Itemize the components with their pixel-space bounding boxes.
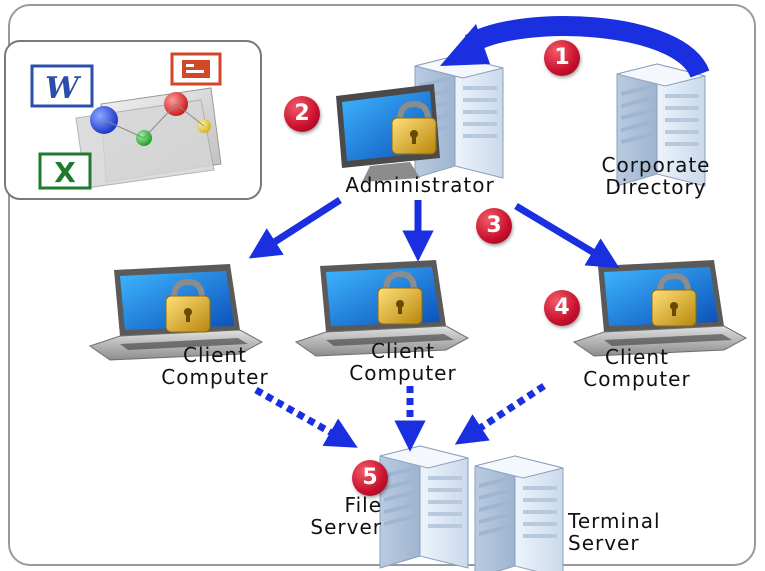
client-middle-label-line2: Computer	[349, 361, 457, 385]
file-server-icon	[379, 445, 469, 569]
word-document-icon: W	[30, 64, 94, 108]
step-badge-3: 3	[476, 208, 512, 244]
client-left-label-line2: Computer	[161, 365, 269, 389]
terminal-server-label-line2: Server	[568, 531, 640, 555]
administrator-label: Administrator	[345, 173, 495, 197]
client-right-label: Client Computer	[552, 346, 722, 390]
powerpoint-document-icon	[170, 52, 222, 86]
office-documents-box: W X	[4, 40, 262, 200]
file-server-label: File Server	[232, 494, 382, 538]
step-badge-4: 4	[544, 290, 580, 326]
terminal-server-icon	[474, 455, 564, 571]
step-badge-1: 1	[544, 40, 580, 76]
sync-curved-arrow	[440, 16, 710, 79]
corporate-directory-label-line1: Corporate	[601, 153, 711, 177]
client-right-label-line1: Client	[605, 345, 669, 369]
corporate-directory-label-line2: Directory	[605, 175, 707, 199]
arrow-to-client-left	[248, 197, 342, 259]
arrow-to-client-right	[514, 202, 620, 269]
client-middle-label-line1: Client	[371, 339, 435, 363]
terminal-server-label-line1: Terminal	[568, 509, 661, 533]
terminal-server-label: Terminal Server	[568, 510, 728, 554]
client-left-label-line1: Client	[183, 343, 247, 367]
client-right-label-line2: Computer	[583, 367, 691, 391]
excel-document-icon: X	[38, 152, 92, 190]
client-middle-label: Client Computer	[318, 340, 488, 384]
svg-text:W: W	[45, 71, 82, 106]
step-badge-2: 2	[284, 96, 320, 132]
file-server-label-line1: File	[344, 493, 382, 517]
dashed-arrow-right-to-file-server	[454, 383, 546, 445]
file-server-label-line2: Server	[310, 515, 382, 539]
client-left-label: Client Computer	[130, 344, 300, 388]
dashed-arrow-left-to-file-server	[254, 386, 358, 448]
svg-text:X: X	[54, 156, 76, 189]
corporate-directory-label: Corporate Directory	[566, 154, 746, 198]
step-badge-5: 5	[352, 460, 388, 496]
office-documents-illustration: W X	[30, 52, 222, 190]
